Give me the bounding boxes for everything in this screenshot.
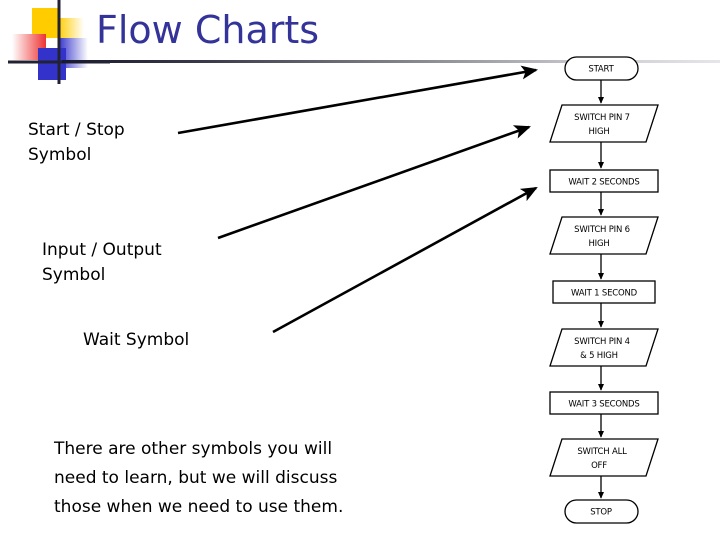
flow-node-label: SWITCH PIN 6 [574,225,630,235]
label-wait-symbol: Wait Symbol [83,328,189,353]
label-line: Wait Symbol [83,330,190,350]
label-input-output-symbol: Input / Output Symbol [42,238,162,288]
rectangle-shape [549,169,659,193]
label-start-stop-symbol: Start / Stop Symbol [28,118,125,168]
flow-node-label: WAIT 1 SECOND [571,289,638,299]
flow-node-label: WAIT 2 SECONDS [568,178,639,188]
note-text: There are other symbols you will need to… [54,435,343,522]
flow-node-label: STOP [590,508,612,518]
logo-square-yellow-fade [58,18,84,40]
label-line: Symbol [42,265,106,285]
rectangle-shape [549,391,659,415]
title-underline-rule [62,60,720,63]
pointer-to-input-output-arrow [217,125,531,240]
flow-node-label: START [588,65,614,75]
parallelogram-shape [549,216,659,255]
flow-node-label: & 5 HIGH [580,351,618,361]
flow-node-start[interactable]: START [564,56,639,81]
logo-square-blue [38,48,66,80]
parallelogram-shape [549,438,659,477]
flow-node-stop[interactable]: STOP [564,499,639,524]
decorative-squares-logo [8,0,110,84]
label-line: Start / Stop [28,120,125,140]
flow-node-label: SWITCH PIN 4 [574,337,630,347]
note-line: need to learn, but we will discuss [54,468,338,488]
flow-node-wait-3-seconds[interactable]: WAIT 3 SECONDS [549,391,659,415]
label-line: Symbol [28,145,92,165]
logo-square-yellow [32,8,58,38]
flow-node-wait-1-second[interactable]: WAIT 1 SECOND [552,280,656,304]
flow-node-switch-pin-4-5[interactable]: SWITCH PIN 4 & 5 HIGH [549,328,659,367]
flow-node-label: OFF [591,461,607,471]
label-line: Input / Output [42,240,162,260]
flow-node-label: HIGH [588,127,609,137]
pointer-to-start-stop-arrow [177,65,539,135]
flowchart-diagram: START SWITCH PIN 7 HIGH WAIT 2 SECONDS S… [549,56,659,524]
rectangle-shape [552,280,656,304]
note-line: There are other symbols you will [54,439,333,459]
page-title: Flow Charts [96,8,320,52]
flow-node-switch-all-off[interactable]: SWITCH ALL OFF [549,438,659,477]
terminator-shape [564,56,639,81]
flow-node-label: HIGH [588,239,609,249]
terminator-shape [564,499,639,524]
flow-node-label: SWITCH PIN 7 [574,113,630,123]
pointer-to-wait-arrow [272,186,538,334]
parallelogram-shape [549,104,659,143]
flow-node-switch-pin-7[interactable]: SWITCH PIN 7 HIGH [549,104,659,143]
note-line: those when we need to use them. [54,497,344,517]
flow-node-switch-pin-6[interactable]: SWITCH PIN 6 HIGH [549,216,659,255]
flow-node-label: WAIT 3 SECONDS [568,400,639,410]
flow-node-label: SWITCH ALL [577,447,627,457]
flow-node-wait-2-seconds[interactable]: WAIT 2 SECONDS [549,169,659,193]
parallelogram-shape [549,328,659,367]
